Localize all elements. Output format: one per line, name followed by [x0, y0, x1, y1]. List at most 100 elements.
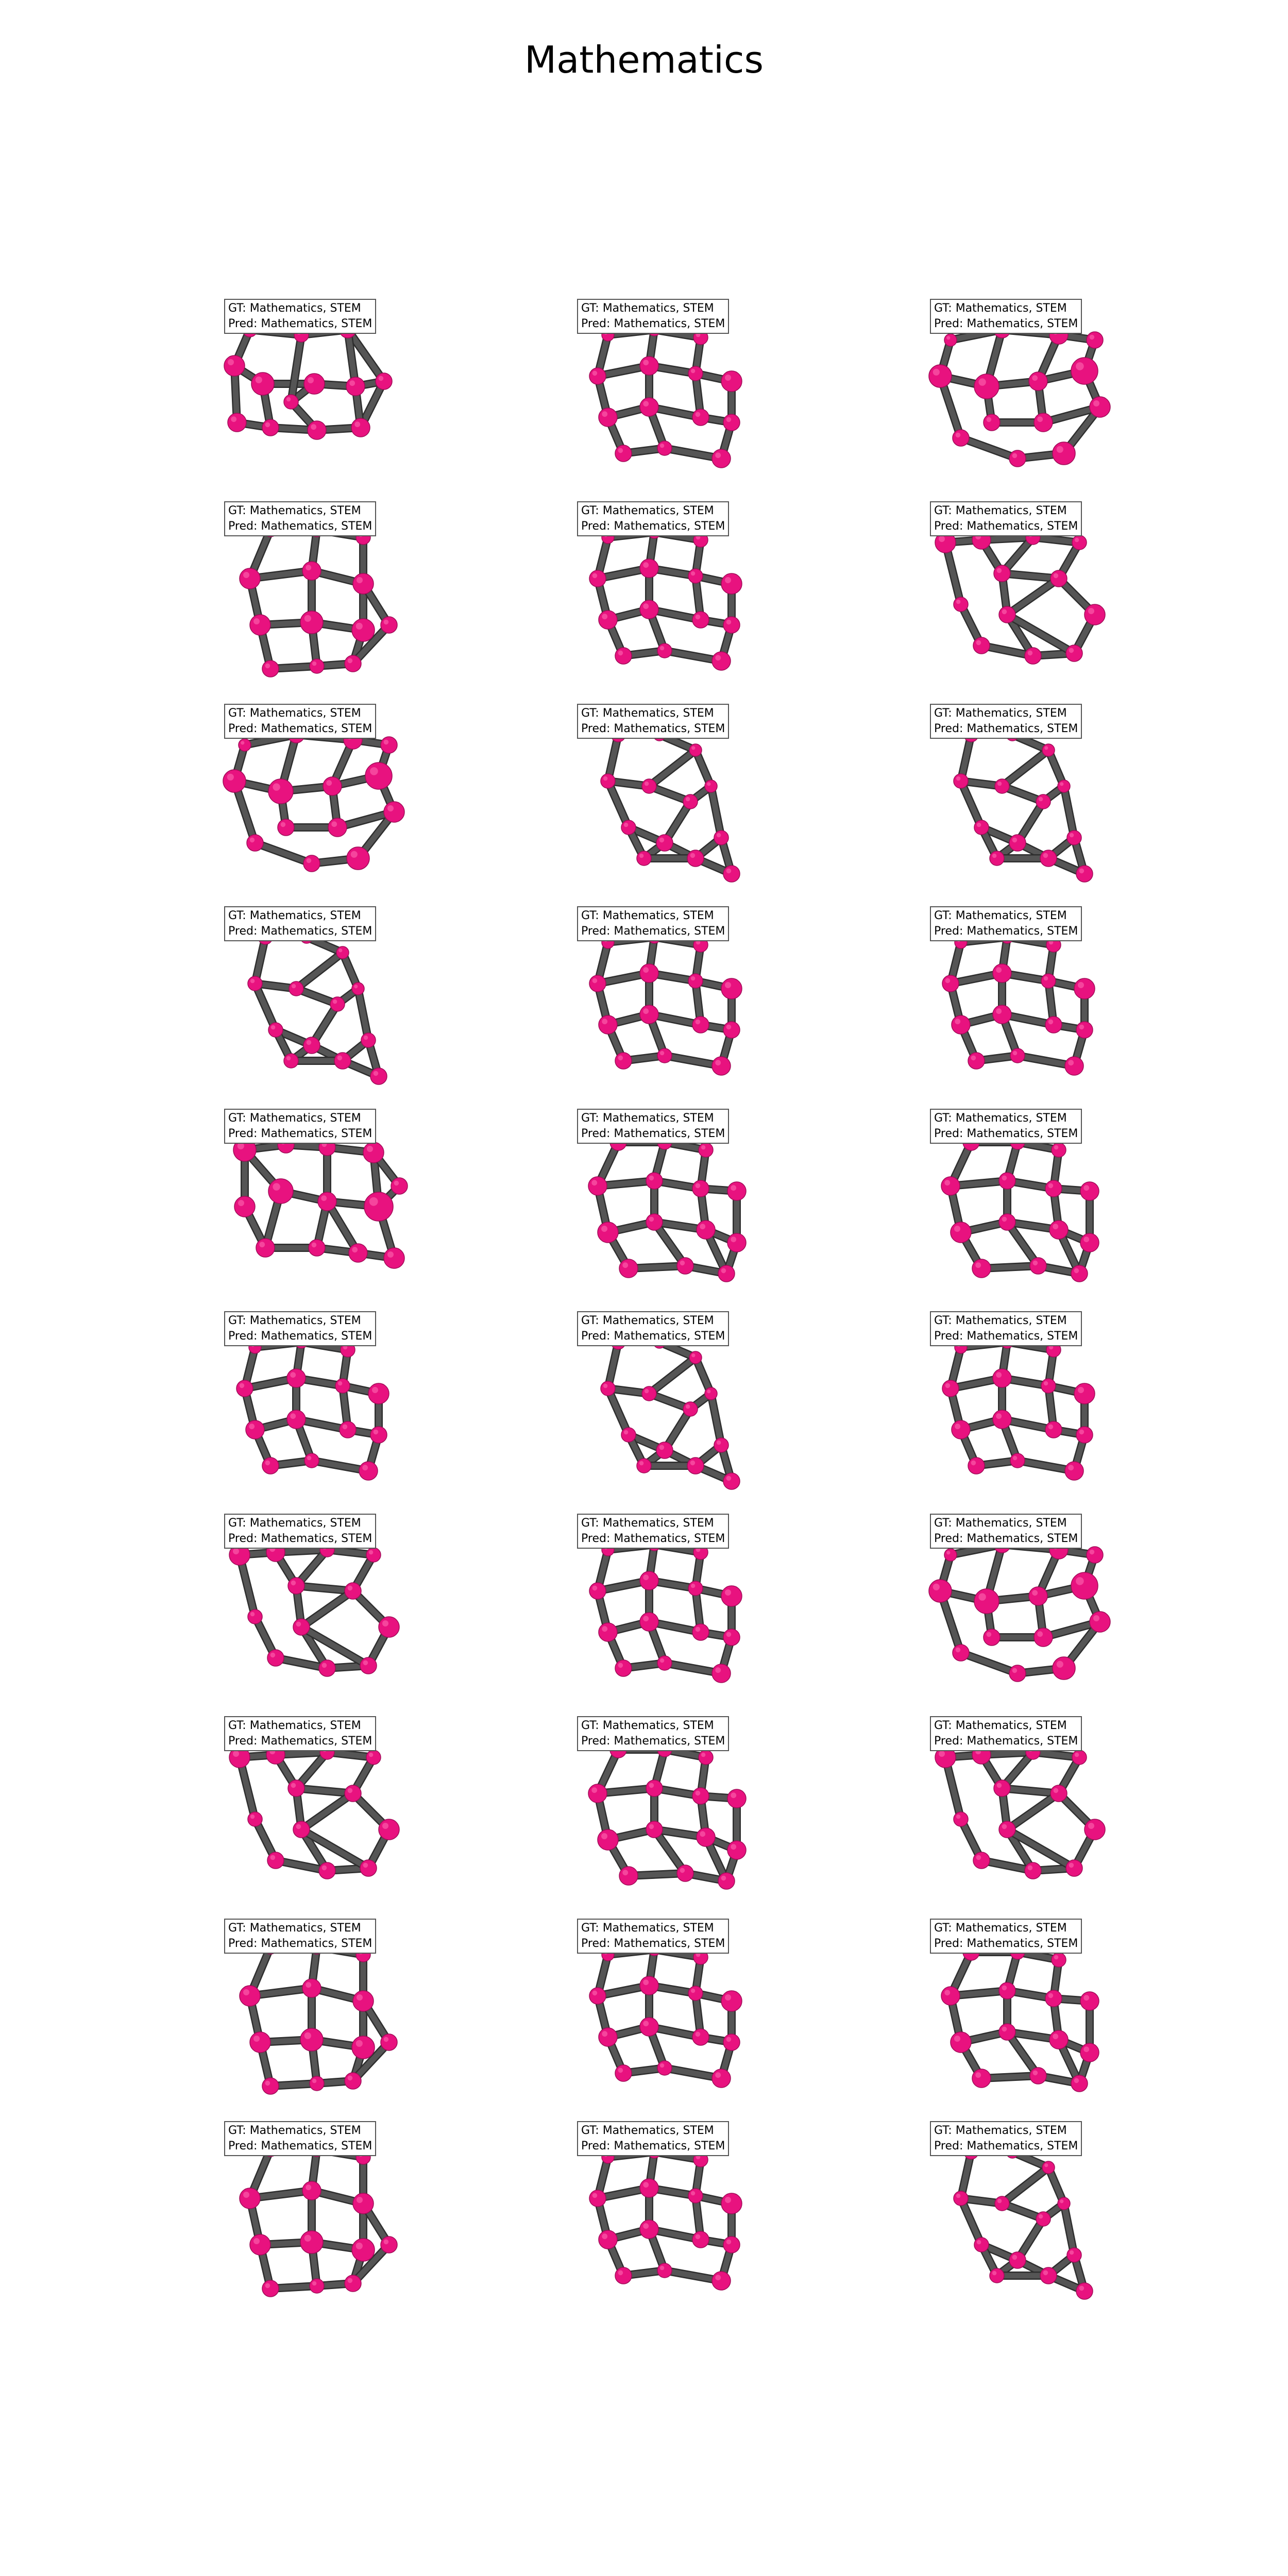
pred-label: Pred: Mathematics, STEM [581, 1735, 725, 1748]
atom [657, 1048, 672, 1063]
atom-highlight [955, 1423, 961, 1430]
atom [247, 1609, 263, 1624]
atom [698, 1750, 714, 1765]
atom [721, 1585, 742, 1607]
bond [605, 1339, 621, 1392]
atom-highlight [1048, 940, 1054, 945]
atom-highlight [306, 858, 312, 863]
atom [657, 440, 672, 456]
bond [999, 570, 1062, 582]
atom-highlight [363, 1862, 368, 1868]
atom-highlight [715, 655, 721, 661]
atom-highlight [939, 536, 945, 542]
gt-label: GT: Mathematics, STEM [228, 2124, 361, 2137]
pred-label: Pred: Mathematics, STEM [934, 925, 1078, 938]
bond [350, 2242, 392, 2286]
atom [1036, 2211, 1051, 2227]
atom-highlight [312, 661, 317, 666]
pred-label: Pred: Mathematics, STEM [228, 1127, 372, 1140]
atom-highlight [394, 1180, 399, 1186]
atom-highlight [378, 376, 384, 381]
pred-label: Pred: Mathematics, STEM [228, 1330, 372, 1343]
molecule-graph [229, 1542, 400, 1677]
atom-highlight [367, 1146, 373, 1152]
atom-highlight [1076, 1577, 1084, 1585]
atom [1064, 1461, 1084, 1481]
atom-highlight [696, 1952, 701, 1957]
atom-highlight [291, 1580, 296, 1586]
atom [1065, 645, 1083, 662]
atom-highlight [725, 1994, 731, 2001]
atom [344, 2072, 362, 2090]
atom-highlight [383, 739, 389, 745]
atom [370, 1426, 387, 1444]
atom [657, 2263, 672, 2278]
atom-highlight [238, 1200, 244, 1206]
atom-highlight [618, 2067, 623, 2073]
atom-highlight [311, 424, 317, 430]
atom [928, 1579, 952, 1603]
atom-highlight [618, 448, 623, 453]
atom [1086, 1546, 1104, 1564]
atom-highlight [716, 833, 721, 838]
atom-highlight [707, 782, 711, 786]
atom [968, 1052, 985, 1070]
atom-highlight [971, 1055, 976, 1061]
atom-highlight [1048, 1183, 1054, 1189]
gt-label: GT: Mathematics, STEM [228, 1517, 361, 1530]
atom-highlight [643, 1616, 649, 1622]
atom-highlight [715, 2275, 721, 2281]
atom-highlight [243, 2192, 249, 2198]
atom [598, 610, 618, 630]
atom [952, 429, 970, 447]
atom-highlight [321, 1865, 327, 1871]
atom [1080, 1181, 1099, 1201]
atom-highlight [602, 411, 608, 417]
bond [324, 1198, 361, 1256]
atom [351, 618, 375, 642]
atom [360, 1657, 377, 1674]
bond [1004, 612, 1077, 656]
atom-highlight [1048, 1424, 1054, 1430]
atom-highlight [1060, 782, 1064, 786]
atom-highlight [690, 1988, 696, 1993]
atom-highlight [1069, 2250, 1074, 2255]
atom-highlight [639, 853, 644, 858]
gt-label: GT: Mathematics, STEM [228, 1719, 361, 1732]
atom-highlight [996, 1372, 1002, 1378]
atom-highlight [1089, 334, 1095, 340]
bond [958, 732, 974, 784]
atom [639, 963, 659, 983]
atom [723, 616, 740, 634]
atom [597, 1829, 619, 1851]
gt-label: GT: Mathematics, STEM [581, 707, 714, 720]
atom-highlight [250, 1612, 255, 1617]
atom [688, 1986, 703, 2001]
atom-highlight [701, 1752, 706, 1757]
atom [380, 2236, 398, 2253]
atom-highlight [976, 640, 981, 646]
atom-highlight [1074, 2078, 1079, 2083]
atom-highlight [321, 1195, 327, 1201]
atom-highlight [721, 1875, 726, 1881]
atom [286, 1368, 306, 1388]
atom [1074, 978, 1095, 999]
atom-highlight [383, 2037, 389, 2042]
atom [950, 1222, 972, 1243]
atom-highlight [715, 1060, 721, 1066]
atom-highlight [696, 1547, 701, 1552]
atom-highlight [695, 1019, 701, 1025]
atom-highlight [249, 1423, 255, 1430]
atom [249, 2234, 271, 2256]
atom [1049, 1220, 1069, 1240]
